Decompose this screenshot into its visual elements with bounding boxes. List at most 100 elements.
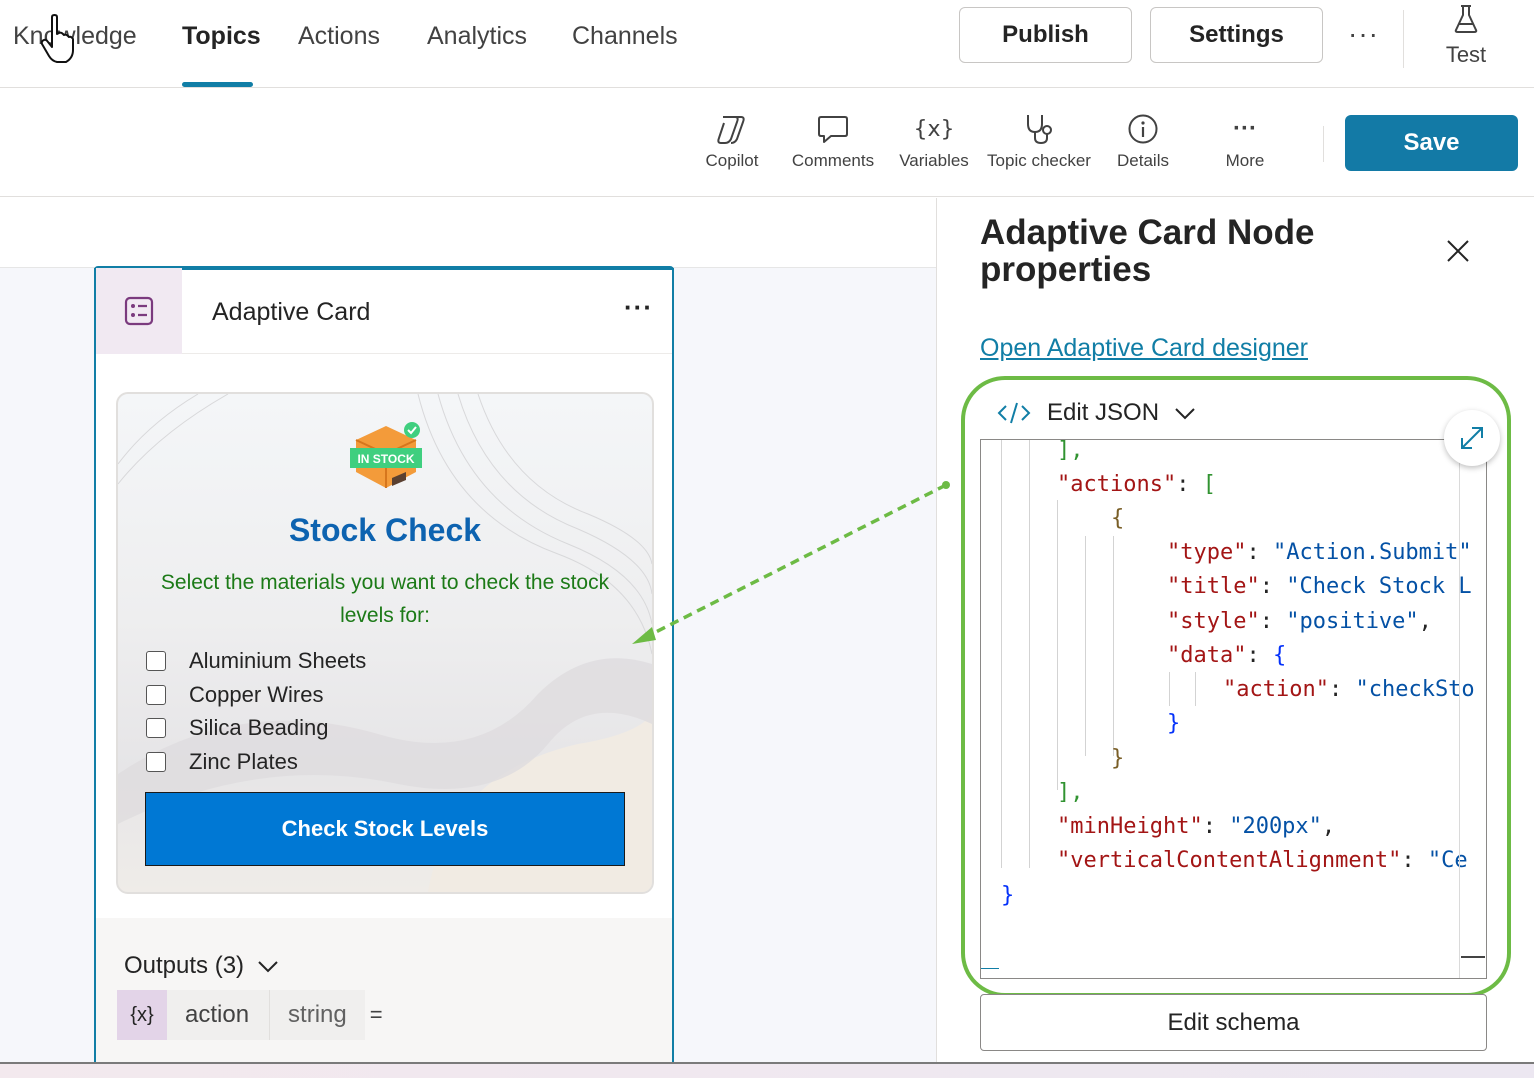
json-code: ], "actions": [ { "type": "Action.Submit… xyxy=(981,440,1475,908)
info-icon xyxy=(1128,114,1158,144)
json-editor[interactable]: ], "actions": [ { "type": "Action.Submit… xyxy=(980,439,1487,979)
publish-button[interactable]: Publish xyxy=(959,7,1132,63)
checkbox[interactable] xyxy=(146,752,166,772)
node-icon-box xyxy=(96,268,182,354)
checkbox[interactable] xyxy=(146,651,166,671)
save-button[interactable]: Save xyxy=(1345,115,1518,171)
tab-knowledge[interactable]: Knowledge xyxy=(13,22,137,50)
equals-sign: = xyxy=(369,1002,383,1027)
window-bottom-edge xyxy=(0,1062,1534,1078)
expand-icon xyxy=(1461,427,1483,449)
node-more-icon[interactable]: ··· xyxy=(624,292,653,322)
authoring-canvas[interactable]: Adaptive Card ··· IN STOCK xyxy=(0,198,936,1078)
comments-button[interactable]: Comments xyxy=(787,109,879,179)
indent-guide xyxy=(1169,672,1170,706)
tab-topics[interactable]: Topics xyxy=(182,22,261,50)
editor-toolbar: Copilot Comments {x} Variables Topic che… xyxy=(0,89,1534,197)
hand-pointer-icon xyxy=(40,14,74,63)
card-form-icon xyxy=(124,296,154,326)
topic-checker-button[interactable]: Topic checker xyxy=(984,109,1094,179)
code-line: ], xyxy=(1057,780,1084,805)
tab-analytics[interactable]: Analytics xyxy=(427,22,528,50)
chevron-down-icon xyxy=(258,961,278,973)
checkbox-label: Zinc Plates xyxy=(189,749,298,774)
comment-icon xyxy=(818,116,848,143)
topic-checker-label: Topic checker xyxy=(987,151,1091,170)
editor-scroll-thumb[interactable] xyxy=(1461,956,1485,958)
checkbox-copper-wires[interactable]: Copper Wires xyxy=(146,680,323,710)
code-line: "title": "Check Stock L xyxy=(1167,574,1472,599)
check-stock-levels-button[interactable]: Check Stock Levels xyxy=(145,792,625,866)
comments-label: Comments xyxy=(791,151,875,170)
tab-actions[interactable]: Actions xyxy=(298,22,380,50)
test-button[interactable]: Test xyxy=(1430,2,1502,72)
canvas-header xyxy=(0,198,936,268)
checkbox[interactable] xyxy=(146,718,166,738)
variables-icon: {x} xyxy=(913,116,955,142)
panel-title: Adaptive Card Node properties xyxy=(980,213,1315,289)
checkbox[interactable] xyxy=(146,685,166,705)
checkbox-label: Aluminium Sheets xyxy=(189,648,367,673)
edit-json-toggle[interactable]: Edit JSON xyxy=(997,396,1197,430)
checkbox-aluminium-sheets[interactable]: Aluminium Sheets xyxy=(146,646,366,676)
outputs-section: Outputs (3) {x} action string = xyxy=(96,918,672,1078)
stethoscope-icon xyxy=(1027,115,1052,145)
more-button[interactable]: ··· More xyxy=(1214,109,1276,179)
copilot-icon xyxy=(717,116,745,144)
properties-panel: Adaptive Card Node properties Open Adapt… xyxy=(936,198,1534,1078)
output-variable-row[interactable]: {x} action string = xyxy=(117,990,383,1040)
card-title: Stock Check xyxy=(288,512,482,548)
adaptive-card-node[interactable]: Adaptive Card ··· IN STOCK xyxy=(94,266,674,1078)
divider xyxy=(1403,10,1404,68)
text-cursor xyxy=(981,968,999,969)
more-icon: ··· xyxy=(1233,115,1257,142)
variables-button[interactable]: {x} Variables xyxy=(896,109,972,179)
code-line: "verticalContentAlignment": "Ce xyxy=(1057,848,1468,873)
variables-label: Variables xyxy=(899,151,969,170)
details-label: Details xyxy=(1117,151,1169,170)
code-line: "data": { xyxy=(1167,643,1287,668)
code-line: "minHeight": "200px", xyxy=(1057,814,1336,839)
code-line: "type": "Action.Submit" xyxy=(1167,540,1472,565)
code-line: "style": "positive", xyxy=(1167,609,1432,634)
checkbox-label: Copper Wires xyxy=(189,682,324,707)
indent-guide xyxy=(1113,536,1114,756)
indent-guide xyxy=(1057,500,1058,790)
code-line: } xyxy=(1111,746,1125,771)
code-icon xyxy=(997,402,1031,424)
code-line: } xyxy=(1167,711,1181,736)
more-options-icon[interactable]: ··· xyxy=(1348,18,1379,49)
top-nav: Knowledge Topics Actions Analytics Chann… xyxy=(0,0,1534,88)
adaptive-card-preview: IN STOCK Stock Check Select the material… xyxy=(116,392,654,894)
expand-editor-button[interactable] xyxy=(1444,410,1500,466)
divider xyxy=(1323,126,1324,162)
indent-guide xyxy=(1085,536,1086,756)
in-stock-badge-text: IN STOCK xyxy=(357,452,414,466)
settings-button[interactable]: Settings xyxy=(1150,7,1323,63)
checkbox-zinc-plates[interactable]: Zinc Plates xyxy=(146,747,298,777)
code-line: } xyxy=(1001,883,1015,908)
edit-schema-button[interactable]: Edit schema xyxy=(980,994,1487,1051)
details-button[interactable]: Details xyxy=(1110,109,1176,179)
active-tab-indicator xyxy=(182,82,253,87)
checkbox-silica-beading[interactable]: Silica Beading xyxy=(146,713,328,743)
close-icon[interactable] xyxy=(1443,236,1473,266)
tab-channels[interactable]: Channels xyxy=(572,22,678,50)
editor-scrollbar[interactable] xyxy=(1459,440,1460,978)
code-line: "action": "checkSto xyxy=(1223,677,1475,702)
open-designer-link[interactable]: Open Adaptive Card designer xyxy=(980,334,1308,362)
output-variable-name: action xyxy=(167,990,271,1040)
variable-icon: {x} xyxy=(117,990,167,1040)
checkbox-label: Silica Beading xyxy=(189,715,329,740)
outputs-toggle[interactable]: Outputs (3) xyxy=(124,952,280,980)
code-line: ], xyxy=(1057,439,1084,463)
flask-icon xyxy=(1454,5,1478,33)
more-label: More xyxy=(1225,151,1265,170)
output-variable-type: string xyxy=(270,990,365,1040)
outputs-title: Outputs (3) xyxy=(124,952,245,979)
indent-guide xyxy=(1001,440,1002,868)
node-title: Adaptive Card xyxy=(212,298,371,326)
card-subtitle: Select the materials you want to check t… xyxy=(160,571,610,627)
edit-json-label: Edit JSON xyxy=(1047,399,1160,426)
copilot-button[interactable]: Copilot xyxy=(699,109,765,179)
